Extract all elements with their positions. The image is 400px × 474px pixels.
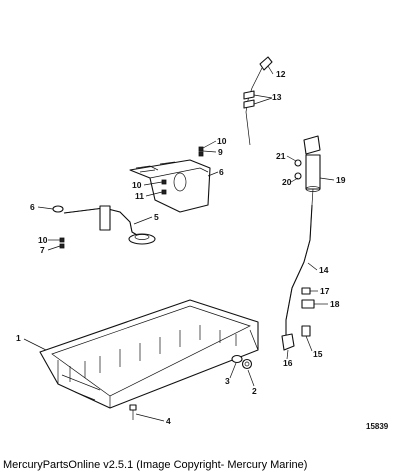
callout-11: 11 <box>135 191 144 201</box>
callout-10-top: 10 <box>217 136 227 146</box>
baffle[interactable] <box>129 159 211 213</box>
callout-3: 3 <box>225 376 230 386</box>
callout-10-pickup: 10 <box>38 235 48 245</box>
figure-number: 15839 <box>366 422 389 431</box>
tube-clamp[interactable] <box>301 287 315 337</box>
oil-pan[interactable] <box>39 299 259 409</box>
callout-21: 21 <box>276 151 286 161</box>
callout-4: 4 <box>166 416 171 426</box>
callout-14: 14 <box>319 265 329 275</box>
callout-1: 1 <box>16 333 21 343</box>
callout-5: 5 <box>154 212 159 222</box>
callout-6-pickup: 6 <box>30 202 35 212</box>
callout-6-baffle: 6 <box>219 167 224 177</box>
callout-20: 20 <box>282 177 292 187</box>
copyright-footer: MercuryPartsOnline v2.5.1 (Image Copyrig… <box>3 459 308 471</box>
callout-19: 19 <box>336 175 346 185</box>
leader-lines <box>23 65 335 422</box>
drain-plug[interactable] <box>241 358 253 370</box>
callout-16: 16 <box>283 358 293 368</box>
drain-washer[interactable] <box>231 354 243 364</box>
dipstick-tube[interactable] <box>281 204 313 351</box>
callout-10-baffle: 10 <box>132 180 142 190</box>
callout-7: 7 <box>40 245 45 255</box>
callout-2: 2 <box>252 386 257 396</box>
callout-15: 15 <box>313 349 323 359</box>
callout-9: 9 <box>218 147 223 157</box>
callout-12: 12 <box>276 69 286 79</box>
oil-pickup-tube[interactable] <box>52 205 156 245</box>
callout-labels: 1 2 3 4 5 6 6 7 9 10 10 10 11 12 13 14 1… <box>16 69 346 426</box>
callout-18: 18 <box>330 299 340 309</box>
callout-17: 17 <box>320 286 330 296</box>
callout-13: 13 <box>272 92 282 102</box>
tube-top-fitting[interactable] <box>294 135 321 206</box>
pan-bolt[interactable] <box>129 404 137 420</box>
dipstick[interactable] <box>243 56 273 146</box>
